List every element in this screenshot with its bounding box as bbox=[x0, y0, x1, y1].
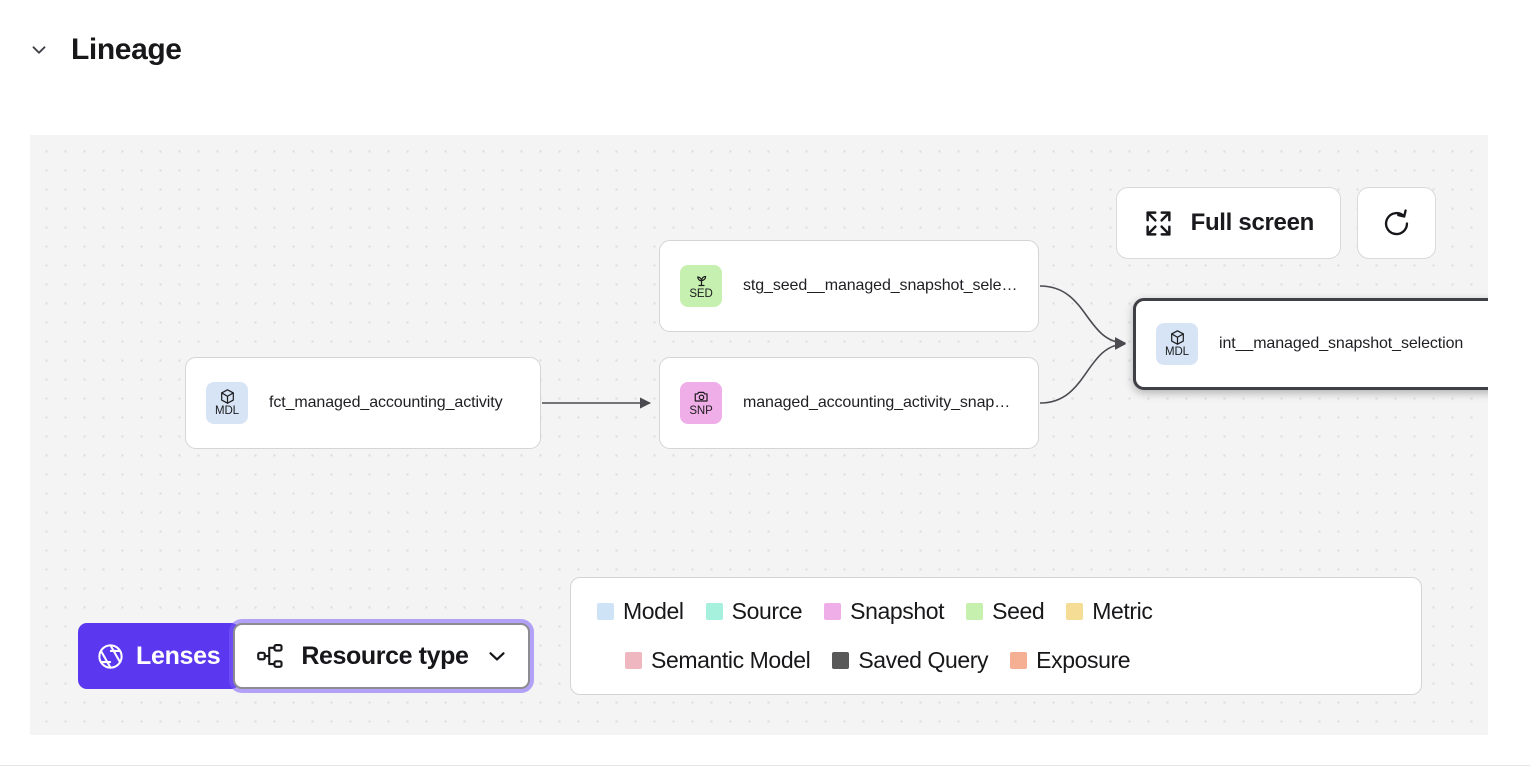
lineage-section-header: Lineage bbox=[0, 0, 1530, 100]
lenses-label: Lenses bbox=[136, 641, 221, 670]
lenses-button[interactable]: Lenses bbox=[78, 623, 241, 689]
legend-item-model: Model bbox=[597, 598, 684, 625]
legend-swatch bbox=[597, 603, 614, 620]
legend-row-primary: Model Source Snapshot Seed Metric bbox=[597, 598, 1395, 625]
snapshot-badge: SNP bbox=[680, 382, 722, 424]
legend-item-metric: Metric bbox=[1066, 598, 1153, 625]
badge-code: SNP bbox=[689, 405, 713, 418]
resource-type-label: Resource type bbox=[301, 641, 469, 670]
edge-snapshot-to-int bbox=[1039, 338, 1127, 404]
node-label: stg_seed__managed_snapshot_selecti... bbox=[743, 277, 1018, 294]
seed-badge: SED bbox=[680, 265, 722, 307]
resource-type-select[interactable]: Resource type bbox=[233, 623, 531, 689]
legend-label: Exposure bbox=[1036, 647, 1131, 673]
legend-item-snapshot: Snapshot bbox=[824, 598, 945, 625]
legend-item-source: Source bbox=[705, 598, 803, 625]
lineage-canvas[interactable]: MDL fct_managed_accounting_activity SED … bbox=[30, 135, 1488, 735]
fullscreen-button[interactable]: Full screen bbox=[1115, 187, 1341, 259]
lineage-bottom-controls: Lenses Resource type bbox=[78, 623, 531, 689]
node-label: int__managed_snapshot_selection bbox=[1219, 335, 1464, 352]
legend-swatch bbox=[966, 603, 984, 620]
lineage-legend: Model Source Snapshot Seed Metric bbox=[570, 577, 1422, 695]
legend-swatch bbox=[1066, 603, 1084, 620]
legend-swatch bbox=[824, 603, 842, 620]
legend-label: Saved Query bbox=[858, 647, 989, 673]
node-label: managed_accounting_activity_snapshot bbox=[743, 394, 1018, 411]
legend-swatch bbox=[1010, 652, 1028, 669]
expand-arrows-icon bbox=[1143, 208, 1174, 239]
legend-label: Semantic Model bbox=[651, 647, 811, 673]
badge-code: MDL bbox=[1165, 346, 1189, 359]
chevron-down-icon bbox=[484, 643, 510, 669]
edge-seed-to-int bbox=[1039, 285, 1127, 349]
badge-code: MDL bbox=[215, 405, 239, 418]
lineage-node-model-fct[interactable]: MDL fct_managed_accounting_activity bbox=[185, 357, 541, 449]
legend-label: Snapshot bbox=[850, 598, 945, 624]
lineage-node-model-int-selected[interactable]: MDL int__managed_snapshot_selection bbox=[1133, 298, 1488, 390]
page-title: Lineage bbox=[71, 33, 182, 66]
node-label: fct_managed_accounting_activity bbox=[269, 394, 503, 411]
legend-item-exposure: Exposure bbox=[1010, 647, 1131, 674]
hierarchy-icon bbox=[255, 641, 285, 671]
chevron-down-icon[interactable] bbox=[22, 33, 56, 67]
legend-label: Model bbox=[623, 598, 684, 624]
legend-item-seed: Seed bbox=[966, 598, 1045, 625]
legend-item-saved-query: Saved Query bbox=[832, 647, 989, 674]
model-badge: MDL bbox=[206, 382, 248, 424]
legend-label: Seed bbox=[992, 598, 1045, 624]
legend-row-secondary: Semantic Model Saved Query Exposure bbox=[597, 647, 1395, 674]
badge-code: SED bbox=[689, 288, 713, 301]
model-badge: MDL bbox=[1156, 323, 1198, 365]
lineage-node-seed-stg[interactable]: SED stg_seed__managed_snapshot_selecti..… bbox=[659, 240, 1039, 332]
legend-item-semantic-model: Semantic Model bbox=[625, 647, 811, 674]
legend-swatch bbox=[832, 652, 850, 669]
page-bottom-divider bbox=[0, 765, 1530, 766]
aperture-icon bbox=[96, 642, 125, 671]
canvas-toolbar: Full screen bbox=[1115, 187, 1436, 259]
legend-label: Metric bbox=[1092, 598, 1153, 624]
refresh-button[interactable] bbox=[1357, 187, 1436, 259]
fullscreen-label: Full screen bbox=[1190, 209, 1315, 236]
lineage-node-snapshot[interactable]: SNP managed_accounting_activity_snapshot bbox=[659, 357, 1039, 449]
legend-swatch bbox=[625, 652, 642, 669]
legend-swatch bbox=[705, 603, 723, 620]
refresh-icon bbox=[1380, 207, 1413, 240]
legend-label: Source bbox=[731, 598, 803, 624]
